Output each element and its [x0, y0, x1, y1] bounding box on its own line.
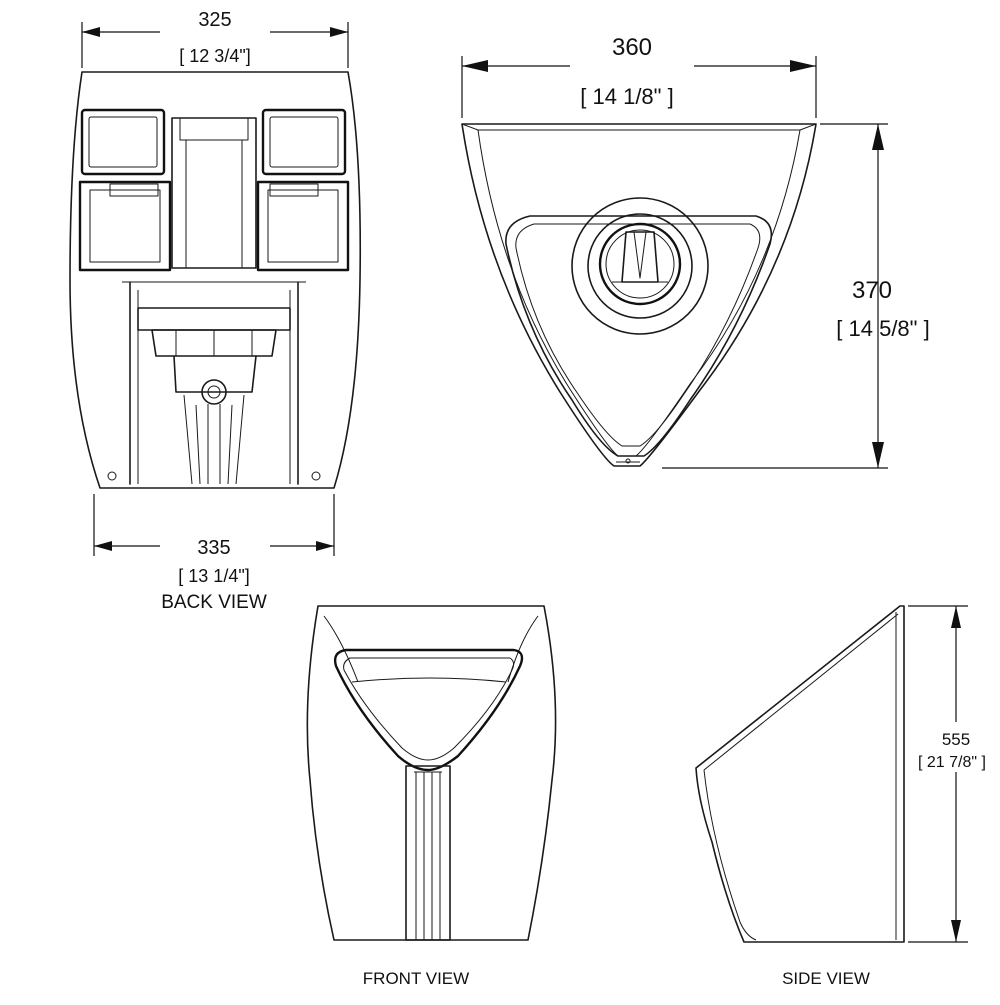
back-lower-right-bracket	[256, 180, 350, 272]
back-outlet-housing	[151, 329, 277, 357]
top-width-in: [ 14 1/8" ]	[580, 84, 673, 109]
back-upper-left-box	[80, 108, 166, 176]
side-height-in: [ 21 7/8" ]	[918, 754, 986, 771]
side-view: 555 [ 21 7/8" ] SIDE VIEW	[695, 605, 1000, 988]
back-view: 325 [ 12 3/4"] 335 [ 13 1/4"] BACK VIEW	[69, 9, 362, 613]
back-fixing-hole-left	[107, 471, 117, 481]
top-view-outline	[461, 123, 817, 467]
front-view-channel	[405, 765, 451, 941]
top-width-mm: 360	[612, 34, 652, 61]
top-view: 360 [ 14 1/8" ] 370 [ 14 5/8" ]	[461, 30, 930, 469]
back-top-width-in: [ 12 3/4"]	[179, 46, 250, 66]
top-view-basin	[505, 215, 773, 457]
back-lower-left-bracket	[78, 180, 172, 272]
back-bottom-width-in: [ 13 1/4"]	[178, 566, 249, 586]
side-height-mm: 555	[942, 730, 970, 749]
back-bottom-width-mm: 335	[197, 537, 230, 559]
front-view-label: FRONT VIEW	[363, 969, 469, 988]
front-view-basin	[333, 648, 524, 772]
back-view-label: BACK VIEW	[161, 592, 267, 613]
side-view-label: SIDE VIEW	[782, 969, 870, 988]
front-view: FRONT VIEW	[306, 605, 557, 988]
top-view-drain-ring	[571, 197, 709, 335]
side-view-outline	[695, 605, 905, 943]
front-view-outline	[306, 605, 557, 941]
back-fixing-hole-right	[311, 471, 321, 481]
back-top-width-mm: 325	[198, 9, 231, 31]
top-depth-in: [ 14 5/8" ]	[836, 316, 929, 341]
back-view-outline	[69, 71, 362, 489]
back-outlet-pipe	[201, 379, 227, 405]
back-mount-plate	[137, 307, 291, 331]
top-depth-mm: 370	[852, 277, 892, 304]
back-upper-right-box	[261, 108, 347, 176]
